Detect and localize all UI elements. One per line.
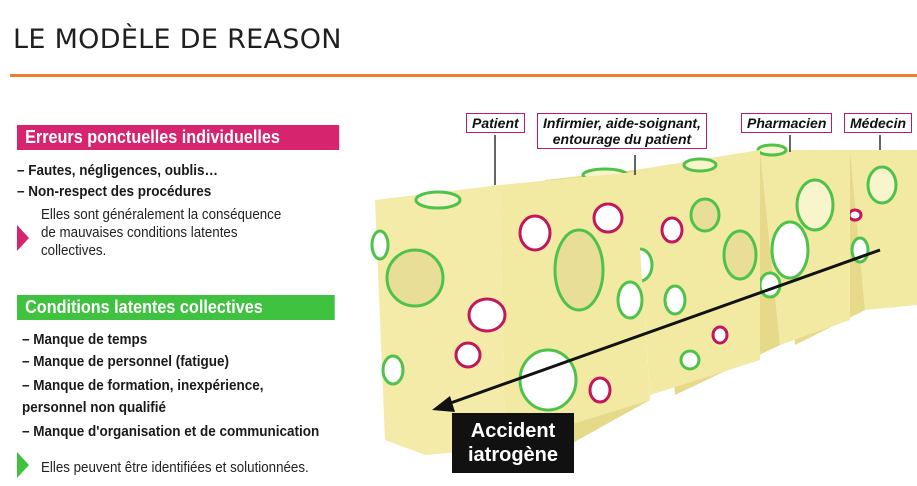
cheese-slice-patient	[370, 172, 650, 455]
list-item: – Non-respect des procédures	[17, 183, 212, 200]
list-item: – Fautes, négligences, oublis…	[17, 162, 219, 179]
label-patient: Patient	[466, 113, 525, 133]
section-heading-individual-errors: Erreurs ponctuelles individuelles	[17, 125, 340, 150]
label-pharmacien: Pharmacien	[741, 113, 833, 133]
label-infirmier: Infirmier, aide-soignant, entourage du p…	[537, 113, 707, 149]
list-item: – Manque de personnel (fatigue)	[22, 353, 230, 370]
page-title: LE MODÈLE DE REASON	[13, 24, 342, 55]
list-item: personnel non qualifié	[22, 399, 167, 416]
note-line: collectives.	[41, 243, 107, 259]
accident-line: iatrogène	[467, 444, 559, 466]
label-line: entourage du patient	[552, 131, 692, 147]
pink-arrow-icon	[17, 225, 29, 251]
section1-note: Elles sont généralement la conséquence d…	[41, 206, 281, 260]
title-divider	[10, 74, 917, 77]
section2-note: Elles peuvent être identifiées et soluti…	[41, 460, 309, 476]
list-item: – Manque d'organisation et de communicat…	[22, 423, 320, 440]
list-item: – Manque de temps	[22, 331, 148, 348]
note-line: Elles sont généralement la conséquence	[41, 207, 282, 223]
section-heading-latent-conditions: Conditions latentes collectives	[17, 295, 335, 320]
label-medecin: Médecin	[844, 113, 913, 133]
green-arrow-icon	[17, 452, 29, 478]
label-line: Infirmier, aide-soignant,	[543, 115, 701, 131]
note-line: de mauvaises conditions latentes	[41, 225, 238, 241]
list-item: – Manque de formation, inexpérience,	[22, 377, 264, 394]
accident-iatrogene-box: Accident iatrogène	[452, 413, 574, 473]
accident-line: Accident	[470, 420, 556, 442]
